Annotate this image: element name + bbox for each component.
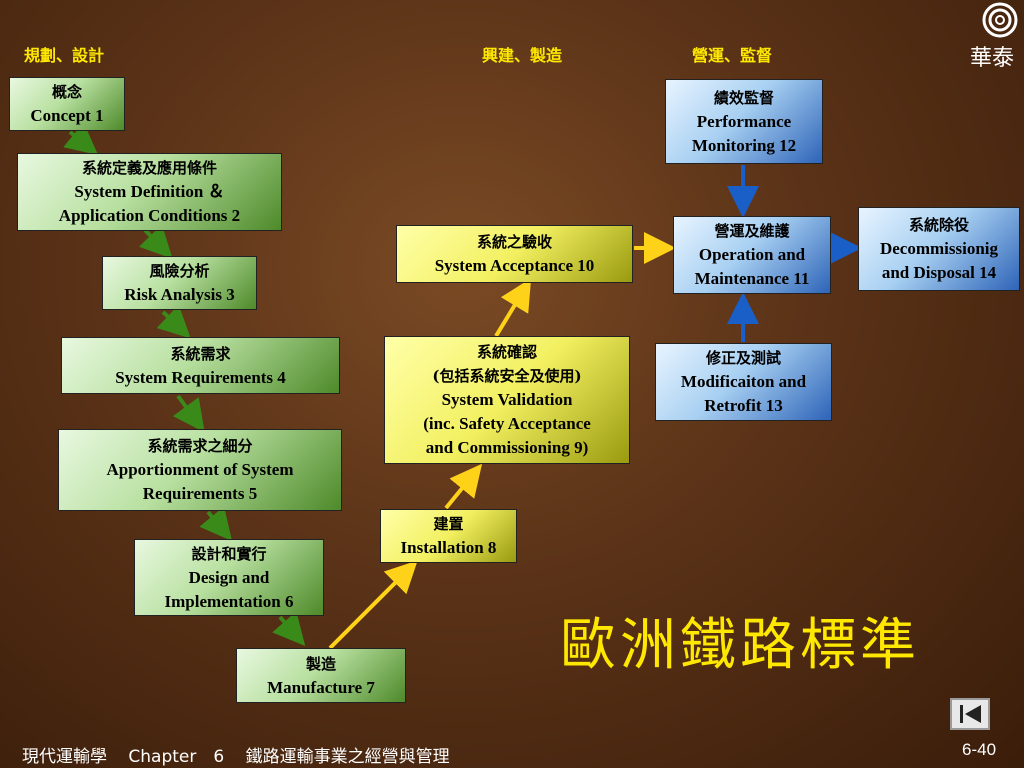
step-label-en: System Acceptance 10 xyxy=(434,256,595,275)
step-decommissioning: 系統除役 Decommissionig and Disposal 14 xyxy=(858,207,1020,291)
step-system-definition: 系統定義及應用條件 System Definition ＆ Applicatio… xyxy=(17,153,282,231)
step-label-zh: 修正及測試 xyxy=(705,349,781,367)
step-label-en: and Disposal 14 xyxy=(881,263,997,282)
arrow-6-7 xyxy=(272,611,306,647)
step-label-en: Performance xyxy=(696,111,792,131)
arrow-7-8 xyxy=(328,560,418,650)
step-label-zh: 系統定義及應用條件 xyxy=(81,159,217,177)
step-label-zh-sub: (包括系統安全及使用) xyxy=(432,367,582,385)
step-installation: 建置 Installation 8 xyxy=(380,509,517,563)
step-label-zh: 績效監督 xyxy=(713,88,774,107)
step-label-zh: 系統需求之細分 xyxy=(147,437,253,455)
step-label-en: (inc. Safety Acceptance xyxy=(423,414,591,433)
arrow-9-10 xyxy=(494,278,532,338)
back-to-start-button[interactable] xyxy=(950,698,990,730)
step-label-en: Maintenance 11 xyxy=(694,269,810,288)
step-label-en: System Definition ＆ xyxy=(74,182,225,201)
phase-operation-label: 營運、監督 xyxy=(692,46,773,65)
step-label-en: Retrofit 13 xyxy=(704,396,783,415)
step-risk-analysis: 風險分析 Risk Analysis 3 xyxy=(102,256,257,310)
step-modification-retrofit: 修正及測試 Modificaiton and Retrofit 13 xyxy=(655,343,832,421)
step-label-zh: 系統確認 xyxy=(476,343,537,361)
step-operation-maintenance: 營運及維護 Operation and Maintenance 11 xyxy=(673,216,831,294)
step-label-zh: 系統需求 xyxy=(170,344,231,363)
step-system-requirements: 系統需求 System Requirements 4 xyxy=(61,337,340,394)
step-label-en: Operation and xyxy=(698,245,806,264)
step-label-zh: 系統除役 xyxy=(908,216,969,234)
step-label-zh: 營運及維護 xyxy=(714,222,790,240)
slide-title: 歐洲鐵路標準 xyxy=(560,613,920,678)
step-label-en: System Requirements 4 xyxy=(115,367,286,387)
footer-chapter-title: 鐵路運輸事業之經營與管理 xyxy=(245,747,450,767)
step-label-zh: 製造 xyxy=(305,654,336,673)
huatai-logo xyxy=(978,0,1022,44)
step-label-en: Implementation 6 xyxy=(164,591,294,611)
step-label-en: Installation 8 xyxy=(400,538,497,557)
step-performance-monitoring: 績效監督 Performance Monitoring 12 xyxy=(665,79,823,164)
skip-back-icon xyxy=(960,705,981,723)
step-label-en: Modificaiton and xyxy=(680,372,807,391)
arrow-1-2 xyxy=(63,122,99,156)
step-label-en: Application Conditions 2 xyxy=(58,206,241,225)
arrow-5-6 xyxy=(199,506,233,542)
logo-text: 華泰 xyxy=(970,46,1015,71)
step-label-en: Design and xyxy=(188,567,270,587)
step-label-en: and Commissioning 9) xyxy=(425,438,589,457)
step-label-en: Apportionment of System xyxy=(106,460,294,479)
step-label-en: System Validation xyxy=(441,390,573,409)
step-label-zh: 系統之驗收 xyxy=(476,233,552,251)
step-concept: 概念 Concept 1 xyxy=(9,77,125,131)
phase-construction-label: 興建、製造 xyxy=(482,46,563,65)
step-label-en: Decommissionig xyxy=(879,239,999,258)
step-label-zh: 建置 xyxy=(433,515,464,533)
step-label-en: Monitoring 12 xyxy=(691,135,797,155)
step-manufacture: 製造 Manufacture 7 xyxy=(236,648,406,703)
step-label-zh: 設計和實行 xyxy=(191,544,267,563)
arrow-4-5 xyxy=(172,394,205,433)
footer-course: 現代運輸學 xyxy=(22,747,107,767)
step-label-en: Concept 1 xyxy=(30,106,104,125)
step-label-zh: 概念 xyxy=(51,83,82,101)
step-system-acceptance: 系統之驗收 System Acceptance 10 xyxy=(396,225,633,283)
step-label-en: Manufacture 7 xyxy=(267,677,375,697)
footer: 現代運輸學 Chapter 6 鐵路運輸事業之經營與管理 xyxy=(22,742,450,767)
step-label-zh: 風險分析 xyxy=(149,262,210,280)
arrow-3-4 xyxy=(156,304,191,339)
arrow-8-9 xyxy=(444,463,483,510)
step-system-validation: 系統確認 (包括系統安全及使用) System Validation (inc.… xyxy=(384,336,630,464)
logo-rings-icon xyxy=(982,2,1018,38)
arrow-2-3 xyxy=(138,224,173,259)
step-design-implementation: 設計和實行 Design and Implementation 6 xyxy=(134,539,324,616)
step-apportionment: 系統需求之細分 Apportionment of System Requirem… xyxy=(58,429,342,511)
footer-chapter: Chapter 6 xyxy=(128,747,225,767)
step-label-en: Requirements 5 xyxy=(142,484,258,503)
step-label-en: Risk Analysis 3 xyxy=(124,285,235,304)
phase-planning-label: 規劃、設計 xyxy=(24,46,105,65)
page-number: 6-40 xyxy=(962,740,997,759)
